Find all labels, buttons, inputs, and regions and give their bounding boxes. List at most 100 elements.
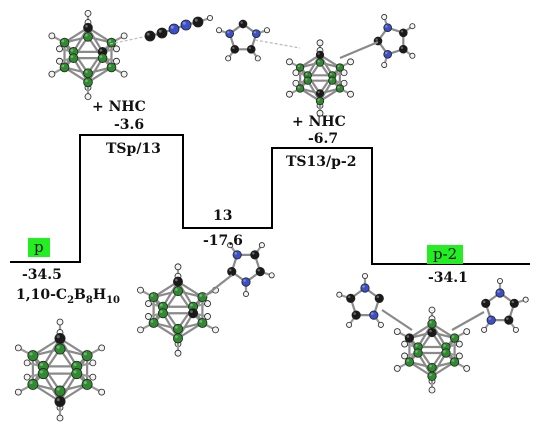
hydrogen-atom-shine — [256, 56, 258, 59]
nitrogen-atom — [383, 49, 392, 59]
nitrogen-atom-shine — [385, 51, 388, 55]
boron-atom — [106, 37, 117, 48]
carbon-atom-shine — [257, 268, 261, 272]
hydrogen-atom — [212, 326, 219, 334]
chain-atom — [192, 16, 204, 28]
boron-atom — [295, 63, 305, 72]
hydrogen-atom-shine — [482, 328, 484, 330]
hydrogen-atom — [292, 79, 300, 87]
boron-atom-shine — [56, 345, 60, 349]
nitrogen-atom — [369, 310, 379, 320]
boron-atom-shine — [29, 381, 33, 385]
boron-atom-shine — [70, 55, 74, 58]
boron-atom — [295, 84, 305, 93]
chain-atom — [144, 30, 156, 42]
chain-atom-shine — [146, 32, 150, 36]
hydrogen-atom — [336, 291, 343, 298]
boron-atom — [328, 76, 337, 85]
boron-atom-shine — [317, 60, 320, 63]
energy-ts13p2: -6.7 — [308, 131, 339, 147]
hydrogen-atom — [428, 306, 436, 314]
boron-atom — [197, 292, 208, 303]
carbon-atom-shine — [252, 252, 255, 255]
boron-atom-shine — [190, 303, 193, 307]
hydrogen-atom — [316, 39, 324, 47]
hydrogen-atom — [242, 290, 249, 297]
boron-atom-shine — [85, 79, 88, 83]
boron-atom — [449, 357, 460, 367]
nitrogen-atom-shine — [234, 252, 237, 255]
nitrogen-atom — [232, 250, 242, 260]
hydrogen-atom — [481, 326, 488, 333]
hydrogen-atom — [56, 414, 64, 422]
carbon-atom-shine — [229, 268, 232, 272]
hydrogen-atom-shine — [205, 301, 208, 304]
boron-atom-shine — [108, 39, 112, 43]
boron-atom — [427, 319, 437, 329]
boron-atom — [427, 362, 437, 373]
hydrogen-atom — [48, 70, 56, 78]
chain-atom-shine — [194, 18, 198, 22]
hydrogen-atom — [381, 14, 388, 21]
hydrogen-atom — [137, 326, 144, 334]
nitrogen-atom-shine — [497, 290, 500, 293]
hydrogen-atom — [522, 296, 529, 303]
boron-atom — [71, 368, 83, 380]
boron-atom — [81, 350, 93, 362]
carbon-atom — [188, 308, 199, 319]
hydrogen-atom — [340, 79, 348, 87]
bond — [204, 274, 233, 297]
carbon-atom-shine — [348, 295, 351, 299]
carbon-atom-shine — [99, 48, 103, 52]
hydrogen-atom-shine — [318, 40, 320, 43]
hydrogen-atom — [56, 45, 63, 53]
carbon-atom-shine — [483, 300, 486, 304]
boron-atom-shine — [150, 319, 154, 323]
boron-atom — [54, 385, 66, 397]
hydrogen-atom-shine — [114, 59, 117, 62]
hydrogen-atom — [98, 388, 106, 396]
energy-13: -17.6 — [203, 233, 243, 249]
hydrogen-atom — [23, 373, 31, 381]
hydrogen-atom-shine — [514, 328, 516, 330]
hydrogen-atom-shine — [228, 243, 230, 246]
carbon-atom-shine — [190, 310, 193, 314]
boron-atom — [97, 53, 108, 63]
hydrogen-atom — [455, 340, 463, 348]
hydrogen-atom — [496, 277, 503, 284]
hydrogen-atom — [89, 373, 97, 381]
boron-atom — [83, 68, 93, 79]
carbon-atom — [504, 315, 514, 325]
hydrogen-atom-shine — [293, 70, 296, 73]
boron-atom-shine — [99, 55, 103, 58]
bond — [339, 40, 379, 60]
hydrogen-atom-shine — [318, 48, 320, 51]
reagent-tsp13: + NHC — [92, 99, 146, 115]
hydrogen-atom-shine — [226, 56, 229, 59]
hydrogen-atom-shine — [86, 94, 88, 97]
energy-profile-line — [10, 134, 530, 265]
carbon-atom — [315, 89, 325, 98]
boron-atom-shine — [39, 370, 43, 374]
hydrogen-atom-shine — [410, 54, 413, 56]
hydrogen-atom-shine — [382, 63, 385, 65]
hydrogen-atom — [89, 359, 97, 367]
hydrogen-atom — [377, 321, 384, 328]
hydrogen-atom — [428, 386, 436, 394]
carbon-atom — [404, 333, 415, 343]
boron-atom — [59, 37, 70, 48]
boron-atom-shine — [415, 344, 418, 347]
carbon-atom — [255, 267, 265, 277]
boron-atom — [173, 286, 183, 297]
boron-atom-shine — [159, 303, 163, 307]
boron-atom-shine — [73, 363, 77, 367]
boron-atom-shine — [61, 64, 65, 68]
carbon-atom-shine — [376, 295, 380, 299]
hydrogen-atom — [174, 349, 182, 357]
hydrogen-atom-shine — [410, 24, 413, 27]
hydrogen-atom-shine — [213, 327, 216, 330]
hydrogen-atom — [120, 70, 128, 78]
hydrogen-atom-shine — [90, 375, 93, 377]
hydrogen-atom-shine — [430, 316, 432, 319]
boron-atom-shine — [297, 65, 300, 68]
